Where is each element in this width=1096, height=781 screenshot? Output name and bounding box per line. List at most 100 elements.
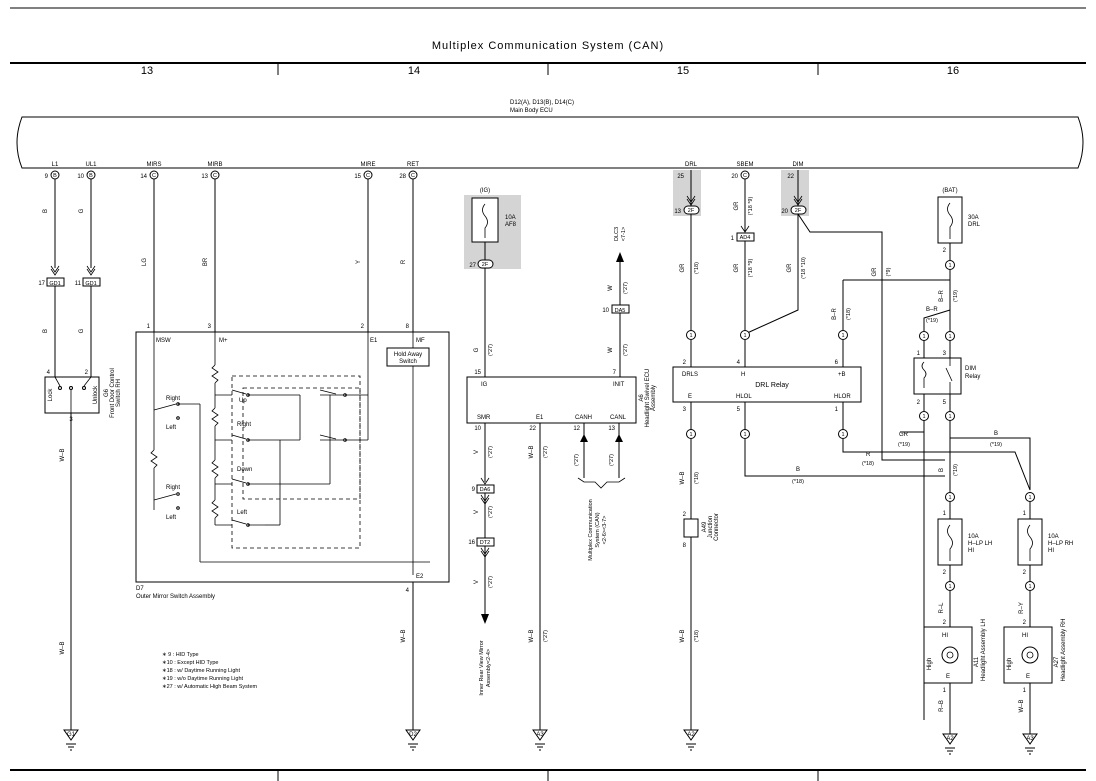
mirror-switch-box xyxy=(135,331,450,583)
svg-text:Relay: Relay xyxy=(965,374,980,380)
svg-text:9: 9 xyxy=(472,487,476,493)
svg-text:1: 1 xyxy=(943,511,947,517)
svg-text:1: 1 xyxy=(1028,495,1031,501)
svg-text:4: 4 xyxy=(47,370,51,376)
svg-text:W–B: W–B xyxy=(680,471,686,484)
svg-text:(*27): (*27) xyxy=(488,506,494,518)
svg-text:<2-6><3-7>: <2-6><3-7> xyxy=(602,516,608,545)
svg-text:SMR: SMR xyxy=(477,415,491,421)
svg-text:(*27): (*27) xyxy=(574,454,580,466)
ground-g1: G1 xyxy=(67,732,76,738)
svg-text:1: 1 xyxy=(841,432,844,438)
svg-text:(*18): (*18) xyxy=(694,630,700,642)
svg-text:Left: Left xyxy=(237,510,247,516)
svg-text:2: 2 xyxy=(943,620,947,626)
svg-text:B–R: B–R xyxy=(926,307,938,313)
svg-text:25: 25 xyxy=(677,174,684,180)
g6-switch-body xyxy=(44,376,100,414)
svg-text:(*18): (*18) xyxy=(694,262,700,274)
svg-text:M+: M+ xyxy=(219,338,228,344)
svg-text:Right: Right xyxy=(166,396,180,402)
svg-text:DRL: DRL xyxy=(685,162,698,168)
svg-text:(*18): (*18) xyxy=(862,461,874,467)
svg-text:H–LP LH: H–LP LH xyxy=(968,541,992,547)
footnotes: ∗ 9 : HID Type ∗10 : Except HID Type ∗18… xyxy=(162,652,258,690)
svg-text:MIRS: MIRS xyxy=(147,162,162,168)
svg-text:2: 2 xyxy=(683,360,687,366)
svg-text:(*18 *9): (*18 *9) xyxy=(748,259,754,278)
svg-text:Headlight Assembly LH: Headlight Assembly LH xyxy=(981,619,987,681)
connector-2f: 2F xyxy=(688,208,695,214)
svg-text:INIT: INIT xyxy=(613,382,625,388)
svg-text:Connector: Connector xyxy=(714,513,720,541)
svg-text:(*18 *9): (*18 *9) xyxy=(748,197,754,216)
svg-text:E1: E1 xyxy=(536,415,544,421)
connector-gd1: GD1 xyxy=(85,281,96,287)
svg-text:G: G xyxy=(79,328,85,333)
column-label: 14 xyxy=(408,65,420,77)
svg-text:30A: 30A xyxy=(968,215,979,221)
svg-text:10: 10 xyxy=(77,174,84,180)
headlight-hi-circuit: (BAT) 30A DRL 2 1 B–R (*19) B–R (*19) 1 … xyxy=(900,188,1073,755)
svg-text:13: 13 xyxy=(674,209,681,215)
svg-text:2: 2 xyxy=(361,324,365,330)
svg-text:CANH: CANH xyxy=(575,415,592,421)
swivel-ecu-box xyxy=(466,376,637,424)
svg-text:1: 1 xyxy=(743,432,746,438)
svg-text:1: 1 xyxy=(917,351,921,357)
svg-text:High: High xyxy=(1007,658,1013,670)
svg-text:∗27 : w/ Automatic High Beam S: ∗27 : w/ Automatic High Beam System xyxy=(162,684,258,690)
svg-text:1: 1 xyxy=(689,333,692,339)
svg-text:(*27): (*27) xyxy=(609,454,615,466)
svg-text:14: 14 xyxy=(140,174,147,180)
svg-text:GR: GR xyxy=(872,267,878,277)
svg-text:R–Y: R–Y xyxy=(1019,602,1025,614)
svg-text:10A: 10A xyxy=(505,215,516,221)
svg-text:1: 1 xyxy=(948,414,951,420)
svg-text:R: R xyxy=(401,259,407,264)
svg-text:1: 1 xyxy=(948,334,951,340)
svg-text:E2: E2 xyxy=(416,574,424,580)
svg-text:Headlight Assembly RH: Headlight Assembly RH xyxy=(1061,618,1067,681)
can-note: Multiplex Communication xyxy=(588,499,594,560)
svg-text:G: G xyxy=(474,347,480,352)
svg-text:HI: HI xyxy=(1048,548,1054,554)
svg-text:(*27): (*27) xyxy=(488,576,494,588)
svg-text:GR: GR xyxy=(680,263,686,273)
outer-mirror-switch-circuit: LG BR Y R 1 3 2 8 MSW M+ E1 MF Hold Away… xyxy=(135,179,450,751)
svg-text:3: 3 xyxy=(683,407,687,413)
svg-text:Junction: Junction xyxy=(708,516,714,538)
svg-text:5: 5 xyxy=(943,400,947,406)
connector-2f: 2F xyxy=(482,262,489,268)
svg-text:E: E xyxy=(688,394,692,400)
svg-text:8: 8 xyxy=(683,543,687,549)
ground-a2: A2 xyxy=(687,732,695,738)
connector-ad4: AD4 xyxy=(740,235,751,241)
svg-text:17: 17 xyxy=(38,281,45,287)
svg-text:(*27): (*27) xyxy=(543,446,549,458)
svg-text:V: V xyxy=(474,580,480,584)
svg-text:GR: GR xyxy=(787,263,793,273)
connector-dt2: DT2 xyxy=(480,540,490,546)
svg-text:B–R: B–R xyxy=(832,307,838,319)
svg-text:1: 1 xyxy=(922,414,925,420)
ground-a3: A3 xyxy=(1026,736,1034,742)
svg-text:Right: Right xyxy=(237,422,251,428)
headlight-lh-id: A11 xyxy=(974,656,980,667)
svg-text:C: C xyxy=(213,173,217,179)
svg-text:B: B xyxy=(994,431,998,437)
svg-text:1: 1 xyxy=(731,236,735,242)
svg-text:1: 1 xyxy=(689,432,692,438)
svg-text:7: 7 xyxy=(613,370,617,376)
svg-text:2: 2 xyxy=(1023,570,1027,576)
svg-text:+B: +B xyxy=(838,372,846,378)
svg-text:1: 1 xyxy=(948,495,951,501)
svg-text:1: 1 xyxy=(841,333,844,339)
svg-text:(*27): (*27) xyxy=(488,446,494,458)
svg-text:B: B xyxy=(53,173,57,179)
svg-text:MSW: MSW xyxy=(156,338,171,344)
drl-relay-box xyxy=(672,366,862,403)
ground-a2: A2 xyxy=(946,736,954,742)
svg-text:E1: E1 xyxy=(370,338,378,344)
svg-text:(*18 *10): (*18 *10) xyxy=(801,257,807,279)
